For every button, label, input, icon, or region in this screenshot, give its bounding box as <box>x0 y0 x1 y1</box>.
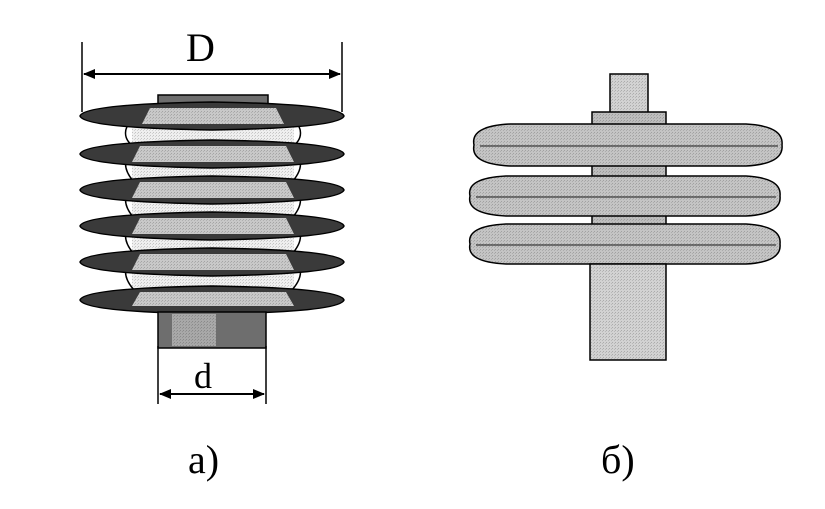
caption-b: б) <box>601 437 635 482</box>
disc <box>468 223 781 265</box>
shed <box>79 139 345 169</box>
dimension-d-label: d <box>194 356 212 396</box>
disc <box>472 123 783 167</box>
caption-a: а) <box>188 437 220 482</box>
sheds <box>79 101 345 315</box>
insulator-b <box>468 73 783 361</box>
insulator-a <box>79 42 345 404</box>
shed <box>79 211 345 241</box>
dimension-D-label: D <box>186 25 215 70</box>
disc <box>468 175 781 217</box>
shed <box>79 285 345 315</box>
shed <box>79 175 345 205</box>
shed <box>79 247 345 277</box>
shed <box>79 101 345 131</box>
